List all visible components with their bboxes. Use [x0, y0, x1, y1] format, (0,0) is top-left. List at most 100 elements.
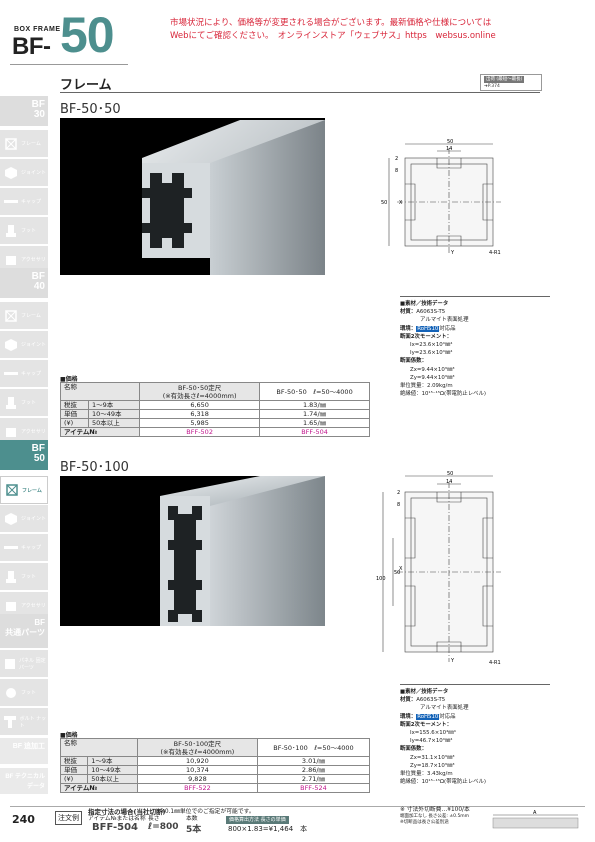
item-number-fixed[interactable]: BFF-522 — [136, 783, 258, 793]
item-label: アイテム№ — [60, 783, 138, 793]
product-title: BF-50･50 — [60, 102, 121, 117]
sidebar-item-frame-active[interactable]: フレーム — [0, 476, 48, 504]
row-range: 1〜9本 — [87, 756, 138, 766]
sidebar-item-panel-fixing[interactable]: パネル 固定パーツ — [0, 650, 48, 678]
sidebar-series-machining[interactable]: BF 追加工 — [0, 738, 48, 764]
sidebar-item-frame[interactable]: フレーム — [0, 302, 48, 330]
row-range: 1〜9本 — [87, 400, 141, 410]
row-group: (¥) — [59, 774, 89, 784]
bolt-icon — [4, 715, 17, 729]
drawing-width: 50 — [447, 471, 453, 477]
drawing-radius: 4-R1 — [489, 250, 501, 256]
rohs-badge: RoHS10 — [416, 713, 440, 720]
rohs-badge: RoHS10 — [416, 325, 440, 332]
price-col-cut: BF-50･100 ℓ=50〜4000 — [256, 738, 371, 757]
order-calc-label: 価格算出方法 長さの単価 — [226, 816, 289, 824]
spec-iy: Iy=46.7×10⁴㎜⁴ — [410, 738, 453, 745]
spec-moment-label: 断面2次モーメント： — [400, 721, 453, 728]
spec-modulus-label: 断面係数： — [400, 746, 427, 753]
row-range: 50本以上 — [87, 418, 141, 428]
drawing-axis-y: Y — [450, 250, 455, 256]
cross-section-drawing-bf50-50: 50 14 2 8 50 X Y 4-R1 — [381, 139, 501, 256]
sidebar-item-frame[interactable]: フレーム — [0, 130, 48, 158]
sidebar-item-label: フレーム — [22, 487, 42, 494]
sidebar-item-label: ボルト ナット — [19, 715, 47, 729]
spec-rohs-suffix: 対応品 — [439, 713, 456, 720]
product-photo-bf50-50 — [60, 118, 325, 275]
row-fixed-price: 10,374 — [136, 765, 258, 775]
price-col-cut: BF-50･50 ℓ=50〜4000 — [259, 382, 370, 401]
table-row: 単価 10〜49本 6,318 1.74/㎜ — [60, 409, 370, 419]
row-range: 10〜49本 — [87, 409, 141, 419]
series-prefix: BF- — [12, 33, 51, 60]
frame-icon — [4, 309, 18, 323]
sidebar-series-technical[interactable]: BF テクニカルデータ — [0, 768, 48, 794]
notice-line-1: 市場状況により、価格等が変更される場合がございます。最新価格や仕様については — [170, 18, 492, 28]
drawing-axis-y: Y — [450, 658, 455, 664]
spec-resistance: 絶縁値：10¹⁵⁻¹⁵Ω(帯電防止レベル) — [400, 391, 486, 398]
spec-material: A6063S-T5 — [416, 697, 446, 704]
drawing-dim-a: 2 — [395, 156, 398, 162]
drawing-axis-x: X — [399, 200, 403, 206]
item-number-cut[interactable]: BFF-524 — [256, 783, 371, 793]
item-number-cut[interactable]: BFF-504 — [259, 427, 370, 437]
shipping-ref-label: 出荷 (最短〜最長) — [484, 76, 525, 83]
table-row: アイテム№ BFF-502 BFF-504 — [59, 427, 370, 437]
sidebar-item-joint[interactable]: ジョイント — [0, 159, 48, 187]
frame-icon — [5, 483, 19, 497]
table-row: 税抜 1〜9本 10,920 3.01/㎜ — [59, 756, 371, 766]
frame-icon — [4, 137, 18, 151]
drawing-dim-b: 8 — [397, 502, 400, 508]
cross-section-drawing-bf50-100: 50 14 2 8 100 50 X Y 4-R1 — [376, 471, 501, 666]
item-number-fixed[interactable]: BFF-502 — [139, 427, 261, 437]
row-fixed-price: 6,318 — [139, 409, 261, 419]
order-min-note: ※0.1㎜単位でのご指定が可能です。 — [160, 809, 255, 815]
sidebar-item-foot[interactable]: フット — [0, 563, 48, 591]
page-number: 240 — [12, 813, 35, 826]
footer-rule — [10, 806, 585, 807]
sidebar-item-label: ジョイント — [21, 170, 47, 176]
spec-material-label: 材質： — [400, 697, 417, 704]
row-fixed-price: 10,920 — [136, 756, 258, 766]
foot-icon — [4, 686, 18, 700]
shipping-ref-page: ➔P.374 — [484, 84, 500, 89]
price-col-fixed: BF-50･100定尺(※有効長さℓ=4000mm) — [136, 738, 258, 757]
row-cut-price: 1.83/㎜ — [259, 400, 370, 410]
row-fixed-price: 5,985 — [139, 418, 261, 428]
spec-ix: Ix=23.6×10⁴㎜⁴ — [410, 342, 453, 349]
sidebar-item-bolt-nut[interactable]: ボルト ナット — [0, 708, 48, 736]
sidebar-item-foot[interactable]: フット — [0, 679, 48, 707]
table-row: 単価 10〜49本 10,374 2.86/㎜ — [59, 765, 371, 775]
price-label: ■価格 — [60, 376, 78, 383]
drawing-inner: 50 — [394, 570, 400, 576]
price-label: ■価格 — [60, 732, 78, 739]
sidebar-item-label: パネル 固定パーツ — [19, 657, 46, 671]
sidebar-item-foot[interactable]: フット — [0, 389, 48, 417]
sidebar-item-cap[interactable]: キャップ — [0, 188, 48, 216]
row-cut-price: 2.71/㎜ — [256, 774, 371, 784]
row-group: 単価 — [60, 409, 89, 419]
row-group: 単価 — [59, 765, 89, 775]
sidebar-item-joint[interactable]: ジョイント — [0, 331, 48, 359]
spec-modulus-label: 断面係数： — [400, 358, 427, 365]
order-sample-length: ℓ=800 — [148, 822, 179, 832]
spec-zy: Zy=18.7×10³㎜³ — [410, 762, 455, 769]
sidebar-item-cap[interactable]: キャップ — [0, 360, 48, 388]
cap-icon — [4, 367, 18, 381]
sidebar-item-label: フット — [21, 228, 37, 234]
sidebar-item-joint[interactable]: ジョイント — [0, 505, 48, 533]
spec-resistance: 絶縁値：10¹⁵⁻¹⁵Ω(帯電防止レベル) — [400, 779, 486, 786]
drawing-slot: 14 — [446, 146, 452, 152]
cut-note-sub2: ※切断品は長さ公差別途 — [400, 820, 449, 825]
row-cut-price: 3.01/㎜ — [256, 756, 371, 766]
section-title: フレーム — [60, 78, 112, 93]
spec-weight: 単位質量：2.09kg/m — [400, 383, 453, 390]
shipping-reference[interactable]: 出荷 (最短〜最長) ➔P.374 — [480, 74, 542, 91]
sidebar-item-cap[interactable]: キャップ — [0, 534, 48, 562]
price-col-name: 名称 — [59, 382, 141, 401]
sidebar-item-foot[interactable]: フット — [0, 217, 48, 245]
